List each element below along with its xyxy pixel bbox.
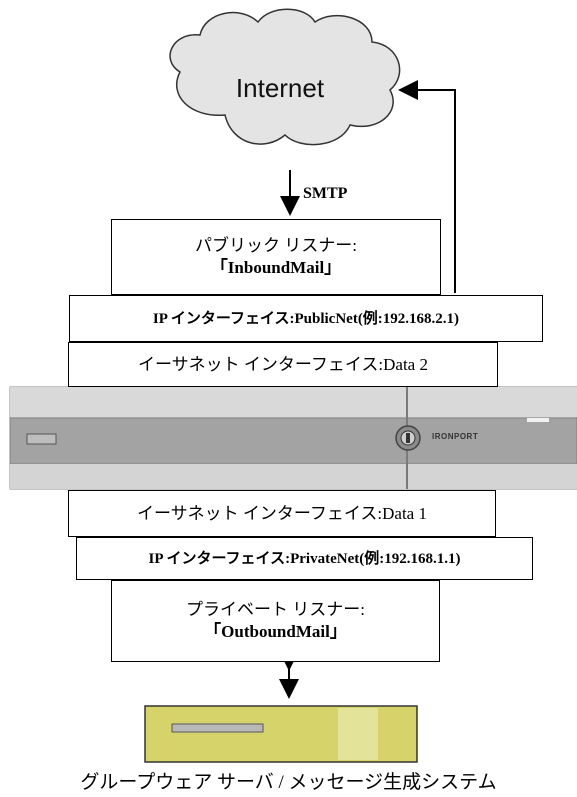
public-ip-interface-box: IP インターフェイス:PublicNet(例:192.168.2.1) <box>69 295 543 342</box>
private-listener-box: プライベート リスナー: 「OutboundMail」 <box>111 580 440 662</box>
private-ip-interface-label: IP インターフェイス:PrivateNet(例:192.168.1.1) <box>148 550 461 567</box>
public-listener-box: パブリック リスナー: 「InboundMail」 <box>111 219 441 295</box>
groupware-caption: グループウェア サーバ / メッセージ生成システム <box>80 772 497 793</box>
public-listener-title: パブリック リスナー: <box>195 236 357 255</box>
ethernet-interface-data1-label: イーサネット インターフェイス:Data 1 <box>137 503 427 523</box>
return-arrow <box>398 80 456 293</box>
public-listener-name: 「InboundMail」 <box>210 258 342 277</box>
internet-cloud-icon <box>169 8 401 146</box>
ironport-brand-label: IRONPORT <box>432 432 479 441</box>
private-ip-interface-box: IP インターフェイス:PrivateNet(例:192.168.1.1) <box>76 537 533 580</box>
public-ip-interface-label: IP インターフェイス:PublicNet(例:192.168.2.1) <box>152 310 460 327</box>
private-listener-name: 「OutboundMail」 <box>204 622 347 641</box>
ironport-logo-icon <box>395 425 421 451</box>
ethernet-interface-data2-label: イーサネット インターフェイス:Data 2 <box>138 354 428 374</box>
private-listener-title: プライベート リスナー: <box>186 600 365 619</box>
ethernet-interface-data1-box: イーサネット インターフェイス:Data 1 <box>68 490 496 537</box>
smtp-label: SMTP <box>303 185 348 202</box>
ironport-appliance <box>9 386 577 490</box>
ethernet-interface-data2-box: イーサネット インターフェイス:Data 2 <box>68 342 498 387</box>
groupware-server-icon <box>144 705 418 763</box>
internet-label: Internet <box>235 73 325 103</box>
